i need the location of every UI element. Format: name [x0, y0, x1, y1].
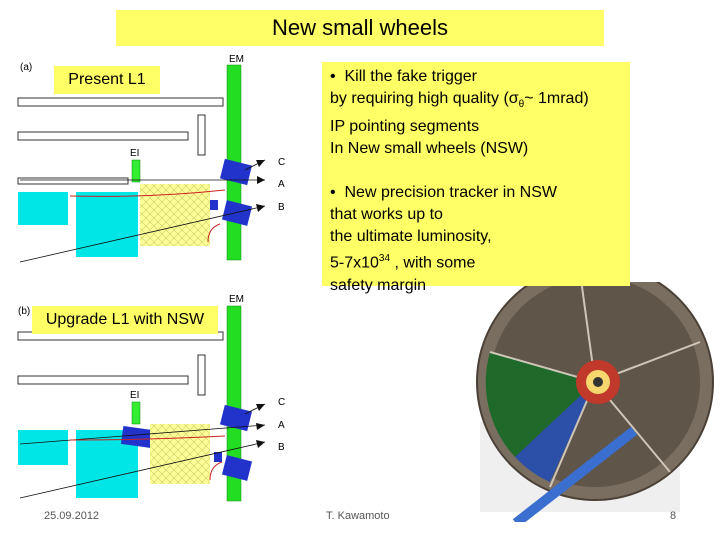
blue-sector	[515, 382, 595, 482]
bullet-2-line4-pre: 5-7x10	[330, 254, 379, 272]
bullet-2-line3: the ultimate luminosity,	[330, 228, 492, 246]
blue-chamber-upper-a	[219, 158, 253, 186]
blue-chamber-lower-b	[221, 455, 253, 481]
bullet-2-line5: safety margin	[330, 276, 427, 294]
cyan-block-left-a	[18, 192, 68, 225]
green-sector	[485, 352, 595, 457]
label-c-a: C	[278, 157, 285, 168]
vertical-bar-b	[197, 354, 206, 396]
upper-bar-2-b	[17, 375, 189, 385]
upgrade-l1-label: Upgrade L1 with NSW	[32, 306, 218, 334]
bullet-2: • New precision tracker in NSW that work…	[330, 182, 622, 296]
red-curve-a	[207, 223, 221, 243]
present-l1-label: Present L1	[54, 66, 160, 94]
luminosity-exponent: 34	[378, 253, 391, 265]
upgrade-l1-text: Upgrade L1 with NSW	[45, 311, 205, 328]
small-chamber-b	[214, 452, 222, 462]
bullet-1-marker: •	[330, 68, 336, 85]
panel-label-b: (b)	[18, 306, 30, 317]
blue-chamber-upper-b	[219, 404, 253, 432]
label-c-b: C	[278, 397, 285, 408]
nsw-wheel-image	[476, 282, 714, 522]
track-b-line	[19, 205, 266, 263]
upper-bar-1	[17, 97, 224, 107]
hatched-area-b	[150, 424, 210, 484]
track-a-line-b	[19, 424, 266, 445]
red-track-b	[69, 435, 226, 441]
track-a-arrow-b	[256, 423, 265, 430]
bullet-2-line1: New precision tracker in NSW	[344, 184, 558, 202]
bullet-1-line4: In New small wheels (NSW)	[330, 140, 529, 158]
wheel-hub-core	[593, 377, 603, 387]
present-l1-text: Present L1	[68, 71, 146, 88]
bullet-1: • Kill the fake trigger by requiring hig…	[330, 66, 622, 160]
title-banner: New small wheels	[116, 10, 604, 46]
ei-chamber-a	[131, 159, 141, 183]
hatched-area-a	[140, 184, 210, 246]
track-b-line-b	[19, 441, 266, 499]
track-b-arrow	[256, 204, 265, 212]
middle-bar	[17, 177, 129, 185]
track-c-arrow-b	[256, 404, 265, 411]
nsw-chamber-b	[120, 425, 154, 449]
ei-label-b: EI	[130, 390, 139, 401]
slide-title: New small wheels	[271, 15, 449, 40]
bullet-1-line1: Kill the fake trigger	[344, 68, 478, 85]
track-c-arrow	[256, 160, 265, 167]
ei-label-a: EI	[130, 148, 139, 159]
diagram-upgrade-l1: (b) EM EI C A B	[17, 294, 285, 502]
label-a-a: A	[278, 179, 285, 190]
support-beam	[512, 426, 638, 522]
sigma-symbol: σ	[508, 90, 519, 107]
bullet-2-marker: •	[330, 184, 336, 202]
vertical-bar	[197, 114, 206, 156]
footer-page-number: 8	[670, 510, 677, 522]
red-track-a	[69, 189, 226, 197]
footer-author: T. Kawamoto	[326, 510, 390, 522]
diagram-present-l1: (a) EM EI C A B	[17, 54, 285, 263]
label-a-b: A	[278, 420, 285, 431]
bullet-1-line2-pre: by requiring high quality (	[330, 90, 509, 107]
track-a-arrow	[257, 176, 265, 184]
theta-subscript: θ	[518, 99, 525, 111]
cyan-block-left-b	[18, 430, 68, 465]
track-b-arrow-b	[256, 440, 265, 448]
small-chamber-a	[210, 200, 218, 210]
em-label-a: EM	[229, 54, 244, 65]
bullet-2-line2: that works up to	[330, 206, 443, 224]
upper-bar-2	[17, 131, 189, 141]
footer-date: 25.09.2012	[44, 510, 100, 522]
bullet-2-line4-post: , with some	[390, 254, 476, 272]
em-label-b: EM	[229, 294, 244, 305]
cyan-block-right-a	[76, 192, 138, 257]
bullet-1-line2-post: ~ 1mrad)	[524, 90, 589, 107]
bullet-1-line3: IP pointing segments	[330, 118, 480, 136]
bullet-text-box: • Kill the fake trigger by requiring hig…	[322, 62, 630, 294]
ei-chamber-b	[131, 401, 141, 425]
label-b-b: B	[278, 442, 285, 453]
label-b-a: B	[278, 202, 285, 213]
blue-chamber-lower-a	[221, 200, 253, 226]
panel-label-a: (a)	[20, 62, 32, 73]
red-curve-b	[209, 461, 223, 481]
em-chamber-b	[226, 305, 242, 502]
